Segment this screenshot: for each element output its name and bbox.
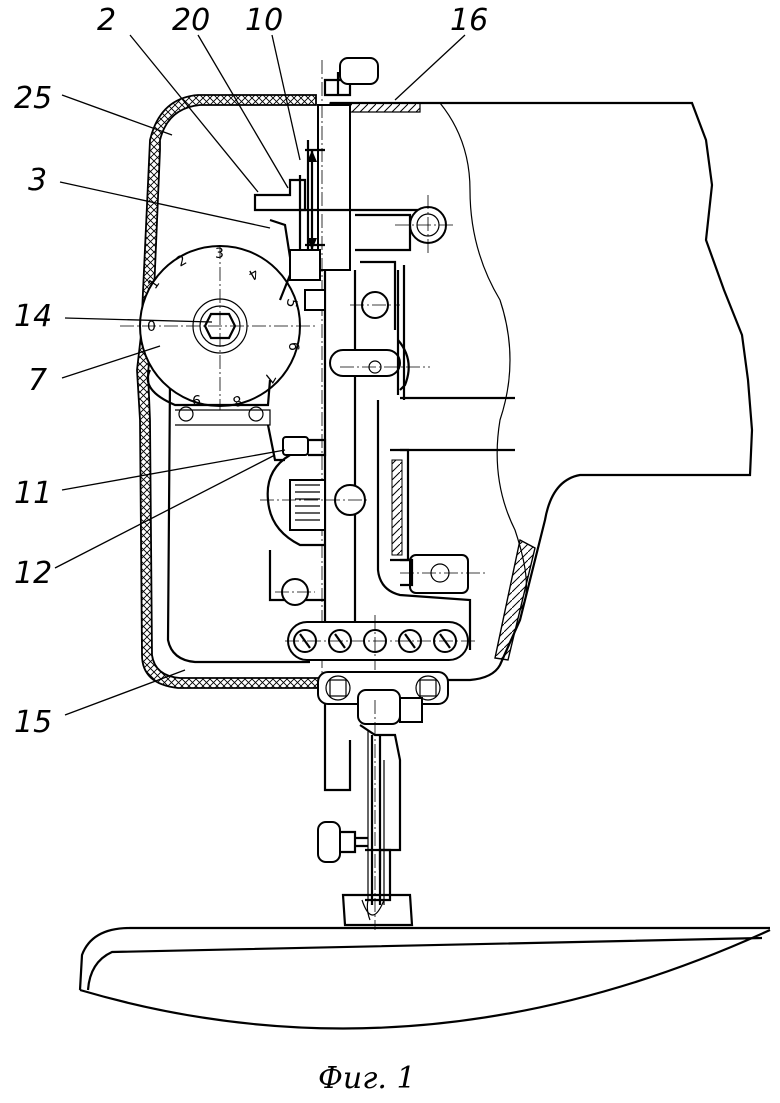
leader-lines <box>54 34 466 716</box>
machine-bed <box>78 926 771 1030</box>
dial-number: 0 <box>147 319 156 335</box>
dial-number: 3 <box>215 246 224 262</box>
dial-number: 5 <box>283 297 300 309</box>
needle-bar-mechanism <box>253 57 485 700</box>
figure-caption: Фиг. 1 <box>318 1061 416 1096</box>
face-plate-15 <box>166 379 310 664</box>
label-7: 7 <box>28 363 47 398</box>
label-16: 16 <box>450 3 488 38</box>
label-14: 14 <box>14 299 52 334</box>
label-3: 3 <box>28 163 47 198</box>
label-12: 12 <box>14 556 52 591</box>
label-25: 25 <box>14 81 52 116</box>
reference-labels: 2 20 10 16 25 3 14 7 11 12 15 <box>14 3 488 740</box>
stitch-dial-7 <box>120 245 318 422</box>
machine-arm <box>320 101 754 682</box>
label-20: 20 <box>172 3 210 38</box>
dial-number: 6 <box>285 342 301 351</box>
label-11: 11 <box>14 476 52 511</box>
label-15: 15 <box>14 705 52 740</box>
label-10: 10 <box>245 3 283 38</box>
tension-assembly <box>260 424 370 606</box>
label-2: 2 <box>97 3 116 38</box>
lower-bracket <box>285 615 475 670</box>
dial-number: 9 <box>192 391 201 407</box>
needle-and-presser-foot <box>317 671 449 930</box>
